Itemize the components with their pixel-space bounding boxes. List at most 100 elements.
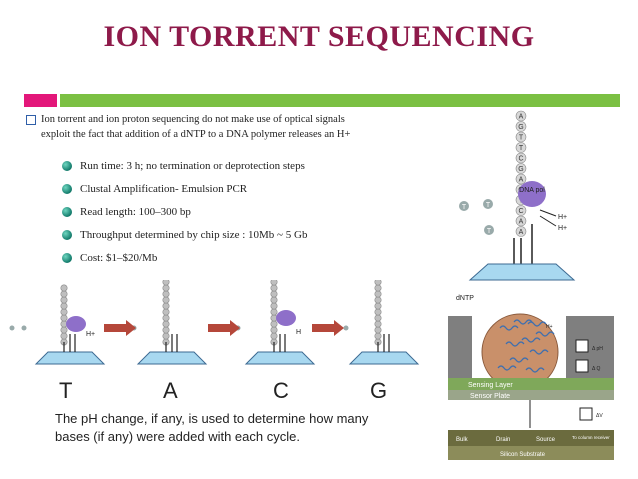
arrow-icon — [208, 320, 240, 336]
glass-slide — [244, 351, 316, 365]
dna-bead — [374, 290, 382, 298]
dna-strand — [509, 357, 529, 363]
dna-bead — [60, 332, 68, 340]
dna-bead — [374, 308, 382, 316]
dna-bead — [162, 284, 170, 292]
h-plus-sensor-label: H+ — [546, 324, 553, 330]
glass-slide — [468, 263, 576, 281]
glass-slide — [136, 351, 208, 365]
bullet-dot-icon — [62, 252, 72, 263]
dna-bead — [162, 308, 170, 316]
bullet-text: Read length: 100–300 bp — [80, 205, 191, 218]
bullet-item: Read length: 100–300 bp — [62, 200, 307, 223]
dntp-label: dNTP — [456, 295, 474, 302]
caption-line-2: bases (if any) were added with each cycl… — [55, 429, 300, 444]
nucleotide-label-a: A — [163, 378, 178, 403]
strand-bead — [515, 215, 527, 227]
arrow-icon — [312, 320, 344, 336]
dna-strand — [513, 319, 533, 325]
to-column-label: To column receiver — [572, 435, 610, 440]
dna-bead — [60, 296, 68, 304]
strand-bead — [515, 226, 527, 237]
bullet-item: Cost: $1–$20/Mb — [62, 246, 307, 269]
dna-strand — [535, 331, 555, 337]
dna-strand — [527, 321, 547, 327]
dna-bead — [374, 284, 382, 292]
accent-bar-green — [60, 94, 620, 107]
strand-bead — [515, 121, 527, 132]
dna-pol-label: DNA pol — [519, 187, 545, 194]
dna-bead — [60, 308, 68, 316]
strand-bead — [515, 205, 527, 216]
dna-bead — [162, 290, 170, 298]
bullet-item: Clustal Amplification- Emulsion PCR — [62, 177, 307, 200]
ion-sensor-diagram: dNTP Δ pH Δ Q H+ Sensing Layer Sensor Pl… — [440, 288, 624, 466]
dna-bead — [374, 332, 382, 340]
strand-letter: C — [518, 208, 523, 215]
strand-bead — [515, 110, 527, 122]
bullet-dot-icon — [62, 183, 72, 194]
intro-line-2: exploit the fact that addition of a dNTP… — [41, 129, 351, 140]
dna-strand — [497, 365, 517, 371]
sensor-plate-label: Sensor Plate — [470, 393, 510, 400]
bullet-text: Cost: $1–$20/Mb — [80, 251, 158, 264]
dna-bead — [270, 308, 278, 316]
strand-bead — [515, 163, 527, 174]
sequencing-cycle-diagram: H+ H — [9, 280, 420, 365]
dna-bead — [162, 296, 170, 304]
dna-bead — [270, 332, 278, 340]
bullet-list: Run time: 3 h; no termination or deprote… — [62, 154, 307, 269]
bulk-label: Bulk — [456, 437, 469, 443]
dna-bead — [162, 314, 170, 322]
delta-v-label: ΔV — [596, 413, 603, 419]
delta-q-label: Δ Q — [592, 366, 600, 372]
h-plus-label: H — [296, 329, 301, 336]
glass-slide — [348, 351, 420, 365]
bullet-text: Clustal Amplification- Emulsion PCR — [80, 182, 248, 195]
accent-bar-pink — [24, 94, 57, 107]
bullet-text: Run time: 3 h; no termination or deprote… — [80, 159, 305, 172]
dna-bead — [162, 332, 170, 340]
strand-letter: A — [519, 114, 524, 121]
dna-bead — [162, 326, 170, 334]
strand-letter: A — [519, 219, 524, 226]
sensing-layer-label: Sensing Layer — [468, 382, 513, 389]
free-nucleotide-icon: T T T — [459, 199, 494, 235]
dna-bead — [60, 302, 68, 310]
h-plus-label: H+ — [86, 331, 95, 338]
polymerase-icon — [276, 310, 296, 326]
bullet-item: Throughput determined by chip size : 10M… — [62, 223, 307, 246]
dna-bead — [270, 326, 278, 334]
strand-letter: G — [518, 166, 523, 173]
glass-slide — [34, 351, 106, 365]
dna-strand — [499, 325, 519, 331]
polymerase-icon — [66, 316, 86, 332]
nucleotide-label-c: C — [273, 378, 289, 403]
dna-bead — [270, 296, 278, 304]
free-nucleotide-icon — [343, 325, 349, 331]
caption: The pH change, if any, is used to determ… — [55, 410, 368, 446]
strand-letter: G — [518, 124, 523, 131]
delta-ph-label: Δ pH — [592, 346, 603, 352]
dna-bead — [374, 280, 382, 286]
page-title: ION TORRENT SEQUENCING — [103, 20, 535, 53]
arrow-icon — [104, 320, 136, 336]
dna-bead — [374, 302, 382, 310]
silicon-substrate-label: Silicon Substrate — [500, 452, 546, 458]
dna-bead — [60, 314, 68, 322]
drain-label: Drain — [496, 437, 510, 443]
bullet-dot-icon — [62, 206, 72, 217]
dna-bead — [270, 302, 278, 310]
svg-text:T: T — [487, 228, 492, 235]
strand-bead — [515, 131, 527, 143]
dna-bead — [162, 302, 170, 310]
dna-bead — [60, 326, 68, 334]
dna-strand — [525, 367, 545, 373]
strand-bead — [515, 152, 527, 164]
dna-strand — [521, 337, 541, 343]
dna-bead — [374, 314, 382, 322]
dna-bead — [60, 284, 68, 292]
dna-strand — [529, 349, 549, 355]
dna-bead — [270, 320, 278, 328]
bullet-dot-icon — [62, 160, 72, 171]
